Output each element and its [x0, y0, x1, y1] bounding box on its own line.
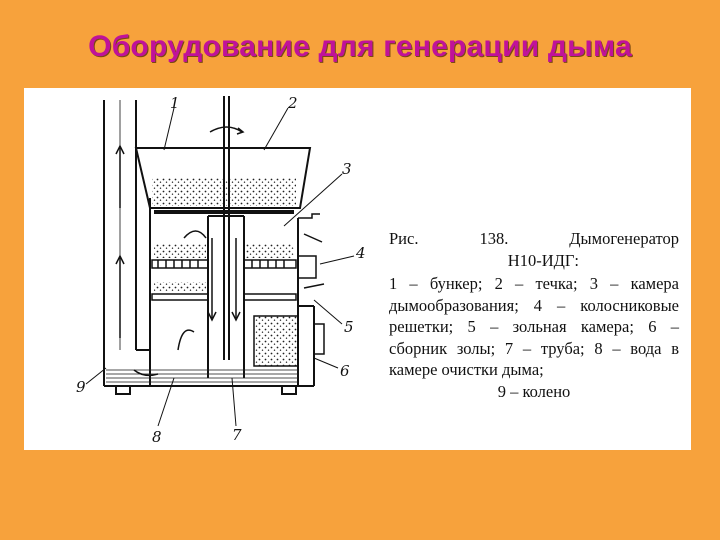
smoke-generator-drawing — [85, 96, 355, 427]
water-bath — [106, 368, 298, 384]
callout-7: 7 — [232, 426, 242, 444]
callout-1: 1 — [170, 94, 180, 112]
ash-collector — [253, 315, 299, 367]
spout-shaft — [209, 96, 245, 360]
callout-9: 9 — [76, 378, 86, 396]
side-fittings — [298, 213, 325, 355]
leader-lines — [85, 107, 355, 427]
figure-panel: 1 2 3 4 5 6 7 8 9 Рис. 138. Дымогенерато… — [24, 88, 691, 450]
caption-header: Рис. 138. Дымогенератор — [389, 228, 679, 250]
caption-title-line1: Дымогенератор — [569, 229, 679, 248]
figure-caption: Рис. 138. Дымогенератор Н10-ИДГ: 1 – бун… — [389, 228, 679, 402]
callout-6: 6 — [340, 362, 350, 380]
caption-number: 138. — [479, 229, 509, 248]
caption-legend-last: 9 – колено — [497, 381, 571, 401]
caption-legend: 1 – бункер; 2 – течка; 3 – камера дымооб… — [389, 274, 679, 379]
caption-ris: Рис. — [389, 229, 419, 248]
caption-title-line2: Н10-ИДГ: — [507, 250, 579, 270]
callout-8: 8 — [152, 428, 162, 446]
flow-arrows — [115, 144, 325, 377]
callout-5: 5 — [344, 318, 354, 336]
slide-title: Оборудование для генерации дыма — [88, 30, 632, 63]
grates — [151, 244, 297, 301]
callout-3: 3 — [342, 160, 352, 178]
callout-2: 2 — [288, 94, 298, 112]
callout-4: 4 — [356, 244, 366, 262]
